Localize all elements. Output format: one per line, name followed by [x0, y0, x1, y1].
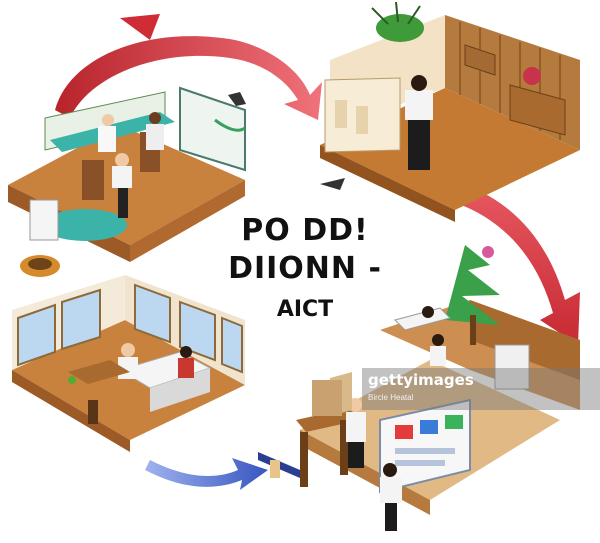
title-line-1: PO DD!	[241, 213, 369, 248]
title-line-3: AICT	[276, 297, 334, 322]
watermark-brand: gettyimages	[368, 371, 474, 389]
scene-office-top-left	[8, 86, 246, 277]
scene-shop-top-right	[320, 1, 580, 222]
scene-workshop-bottom-right	[258, 245, 580, 531]
watermark-credit: Bircle Heatal	[368, 393, 414, 402]
arrow-bottom-blue	[145, 458, 268, 490]
title-line-2: DIIONN -	[228, 251, 382, 286]
scene-classroom-bottom-left	[12, 275, 245, 452]
arrow-top-red	[55, 14, 322, 120]
getty-watermark: gettyimages Bircle Heatal	[362, 368, 600, 410]
center-title: PO DD! DIIONN - AICT	[205, 212, 405, 326]
